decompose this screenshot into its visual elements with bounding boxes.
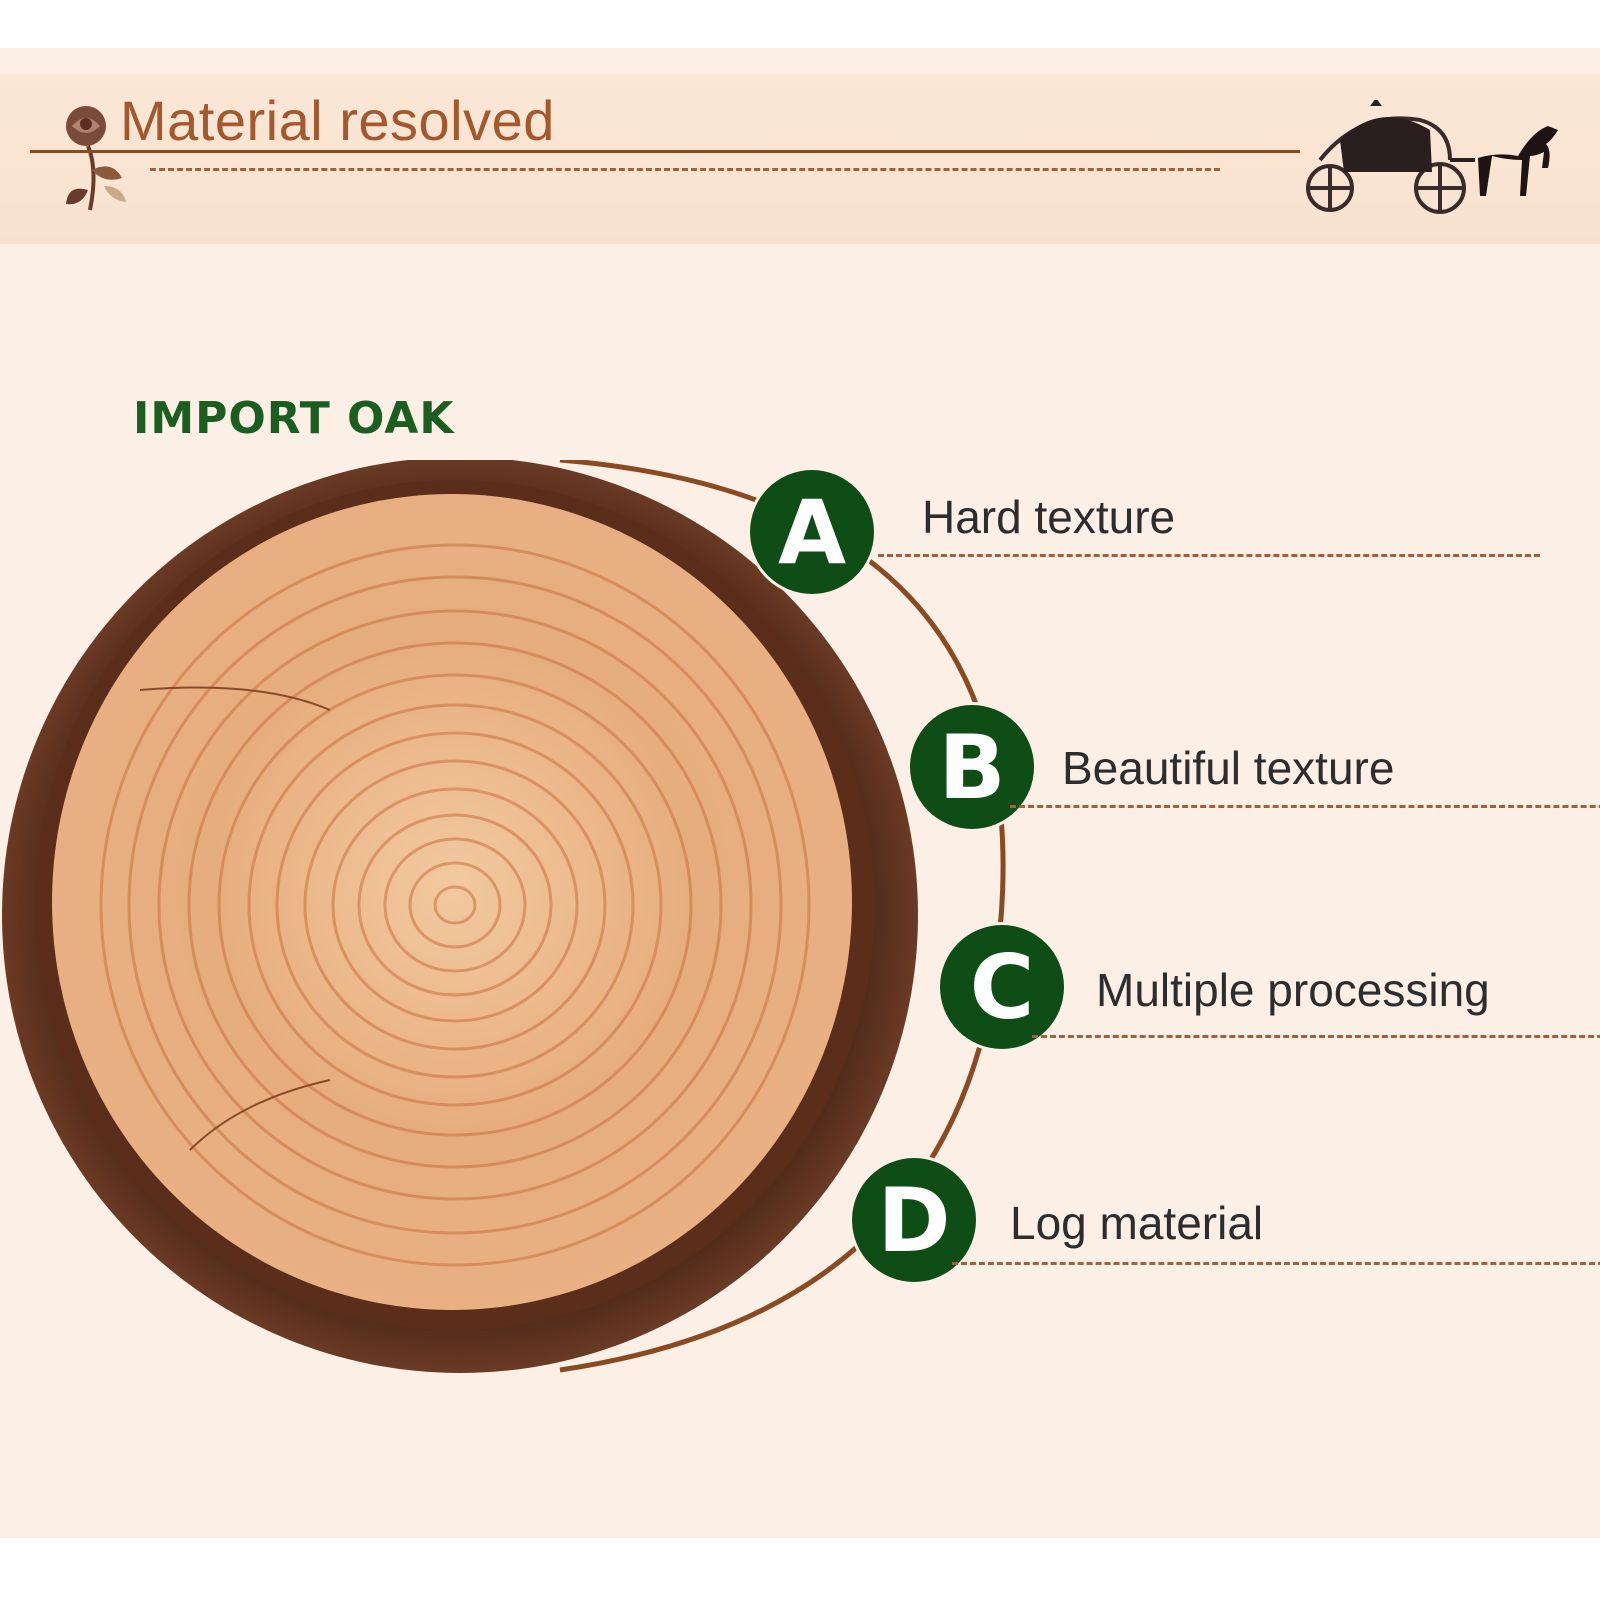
feature-underline-b — [1010, 805, 1600, 808]
feature-underline-d — [952, 1262, 1600, 1265]
header-banner — [0, 74, 1600, 244]
feature-underline-a — [878, 554, 1540, 557]
wood-log-illustration — [2, 460, 1006, 1373]
header-divider-solid — [30, 150, 1300, 153]
bottom-margin — [0, 1538, 1600, 1600]
feature-underline-c — [1032, 1035, 1600, 1038]
section-subtitle: IMPORT OAK — [133, 393, 455, 444]
feature-label-d: Log material — [1010, 1197, 1264, 1249]
feature-label-a: Hard texture — [922, 491, 1176, 543]
badge-a: A — [750, 470, 874, 594]
page-title: Material resolved — [120, 89, 555, 152]
feature-label-c: Multiple processing — [1096, 964, 1490, 1016]
badge-d: D — [852, 1158, 976, 1282]
header-divider-dashed — [150, 168, 1220, 171]
carriage-icon — [1306, 100, 1558, 214]
badge-c: C — [940, 925, 1064, 1049]
badge-b: B — [910, 705, 1034, 829]
feature-label-b: Beautiful texture — [1062, 742, 1395, 794]
